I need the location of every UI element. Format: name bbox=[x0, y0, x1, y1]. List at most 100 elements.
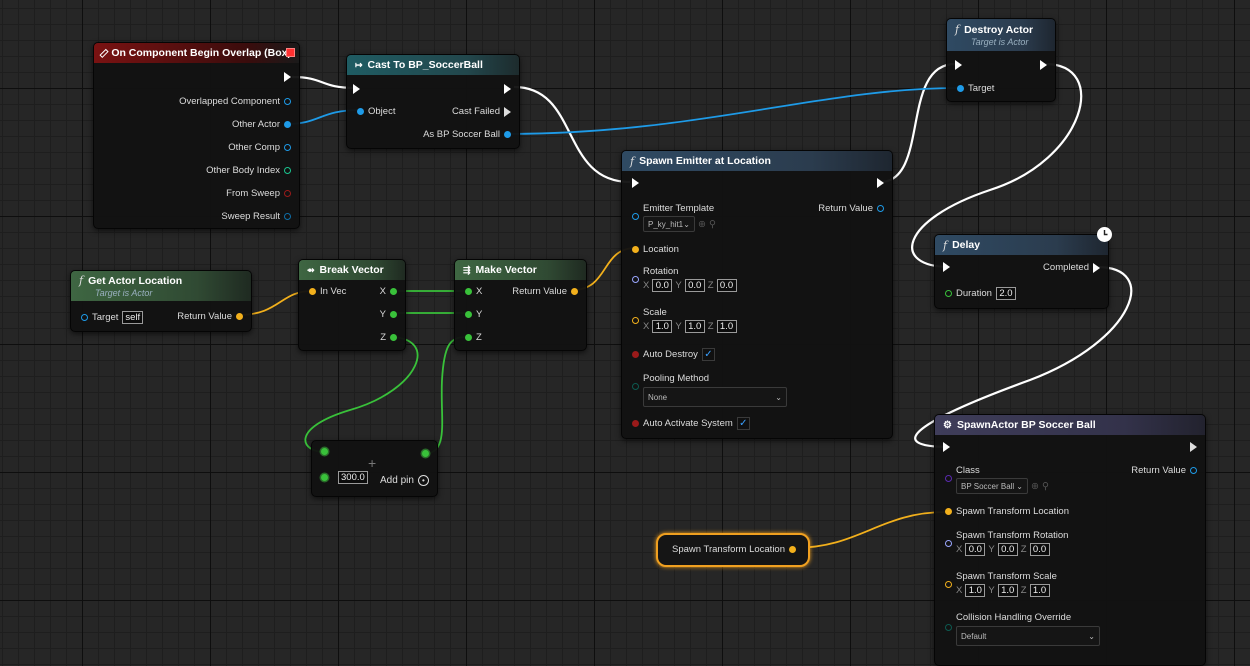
exec-in-pin[interactable] bbox=[353, 84, 360, 94]
collision-handling-dropdown[interactable]: Default⌄ bbox=[956, 626, 1100, 646]
pin-return-value[interactable]: Return Value bbox=[818, 203, 884, 214]
pin-target[interactable]: Target bbox=[957, 83, 994, 94]
exec-in-pin[interactable] bbox=[943, 442, 950, 452]
node-header[interactable]: f Spawn Emitter at Location bbox=[622, 151, 892, 171]
add-node[interactable]: + 300.0 Add pin• bbox=[311, 440, 438, 497]
b-value-field[interactable]: 300.0 bbox=[338, 471, 368, 484]
node-header[interactable]: ⚙ SpawnActor BP Soccer Ball bbox=[935, 415, 1205, 435]
exec-out-pin[interactable] bbox=[1190, 442, 1197, 452]
pin-location[interactable]: Location bbox=[632, 244, 679, 255]
variable-node-spawn-transform-location[interactable]: Spawn Transform Location bbox=[656, 533, 810, 567]
pin-overlapped-component[interactable]: Overlapped Component bbox=[179, 96, 291, 107]
delegate-pin[interactable] bbox=[286, 48, 295, 57]
rotation-x-field[interactable]: 0.0 bbox=[965, 543, 986, 556]
make-vector-node[interactable]: ⇶ Make Vector X Return Value Y Z bbox=[454, 259, 587, 351]
add-pin-button[interactable]: Add pin• bbox=[380, 475, 429, 486]
rotation-x-field[interactable]: 0.0 bbox=[652, 279, 673, 292]
browse-icon[interactable]: ⊕ bbox=[698, 218, 706, 230]
pin-other-actor[interactable]: Other Actor bbox=[232, 119, 291, 130]
scale-z-field[interactable]: 1.0 bbox=[716, 320, 737, 333]
exec-in-pin[interactable] bbox=[955, 60, 962, 70]
pin-return-value[interactable]: Return Value bbox=[177, 311, 243, 322]
pin-a-in[interactable] bbox=[321, 448, 328, 455]
node-header[interactable]: ↦ Cast To BP_SoccerBall bbox=[347, 55, 519, 75]
pin-spawn-transform-location[interactable]: Spawn Transform Location bbox=[945, 506, 1069, 517]
scale-z-field[interactable]: 1.0 bbox=[1029, 584, 1050, 597]
browse-icon[interactable]: ⊕ bbox=[1031, 480, 1039, 492]
pin-z-in[interactable]: Z bbox=[465, 332, 482, 343]
rotation-y-field[interactable]: 0.0 bbox=[684, 279, 705, 292]
pin-emitter-template[interactable]: Emitter Template P_ky_hit1⌄ ⊕ ⚲ bbox=[632, 203, 716, 232]
rotation-z-field[interactable]: 0.0 bbox=[1029, 543, 1050, 556]
pin-other-comp[interactable]: Other Comp bbox=[228, 142, 291, 153]
exec-wire bbox=[513, 85, 631, 184]
rotation-y-field[interactable]: 0.0 bbox=[997, 543, 1018, 556]
exec-out-pin[interactable] bbox=[877, 178, 884, 188]
auto-destroy-checkbox[interactable]: ✓ bbox=[701, 348, 715, 361]
rotation-z-field[interactable]: 0.0 bbox=[716, 279, 737, 292]
pin-z-out[interactable]: Z bbox=[380, 332, 397, 343]
node-header[interactable]: f Delay bbox=[935, 235, 1108, 255]
search-icon[interactable]: ⚲ bbox=[708, 218, 716, 230]
spawn-actor-node[interactable]: ⚙ SpawnActor BP Soccer Ball Class BP Soc… bbox=[934, 414, 1206, 666]
exec-out-pin[interactable] bbox=[1040, 60, 1047, 70]
checkmark-icon: ✓ bbox=[739, 417, 748, 429]
pin-object[interactable]: Object bbox=[357, 106, 395, 117]
pin-as-bp-soccer-ball[interactable]: As BP Soccer Ball bbox=[423, 129, 511, 140]
spawn-emitter-node[interactable]: f Spawn Emitter at Location Emitter Temp… bbox=[621, 150, 893, 439]
pooling-method-dropdown[interactable]: None⌄ bbox=[643, 387, 787, 407]
pin-result-out[interactable] bbox=[422, 450, 429, 457]
node-header[interactable]: ⇶ Make Vector bbox=[455, 260, 586, 280]
class-dropdown[interactable]: BP Soccer Ball⌄ bbox=[956, 478, 1028, 494]
auto-activate-checkbox[interactable]: ✓ bbox=[736, 417, 750, 430]
pin-x-out[interactable]: X bbox=[380, 286, 397, 297]
pin-b-in[interactable]: 300.0 bbox=[321, 471, 368, 484]
pin-return-value[interactable]: Return Value bbox=[512, 286, 578, 297]
event-node-begin-overlap[interactable]: On Component Begin Overlap (Box) Overlap… bbox=[93, 42, 300, 229]
node-header[interactable]: ⇴ Break Vector bbox=[299, 260, 405, 280]
pin-auto-destroy[interactable]: Auto Destroy✓ bbox=[632, 348, 715, 361]
node-header[interactable]: On Component Begin Overlap (Box) bbox=[94, 43, 299, 63]
object-wire bbox=[504, 87, 959, 135]
exec-completed-pin[interactable]: Completed bbox=[1043, 262, 1100, 273]
duration-field[interactable]: 2.0 bbox=[995, 287, 1016, 300]
pin-x-in[interactable]: X bbox=[465, 286, 482, 297]
pin-auto-activate[interactable]: Auto Activate System✓ bbox=[632, 417, 750, 430]
scale-y-field[interactable]: 1.0 bbox=[997, 584, 1018, 597]
pin-y-out[interactable]: Y bbox=[380, 309, 397, 320]
exec-out-pin[interactable] bbox=[504, 84, 511, 94]
pin-class[interactable]: Class BP Soccer Ball⌄ ⊕ ⚲ bbox=[945, 465, 1049, 494]
pin-cast-failed[interactable]: Cast Failed bbox=[452, 106, 511, 117]
pin-return-value[interactable]: Return Value bbox=[1131, 465, 1197, 476]
scale-y-field[interactable]: 1.0 bbox=[684, 320, 705, 333]
vector-wire bbox=[792, 511, 947, 549]
pin-sweep-result[interactable]: Sweep Result bbox=[221, 211, 291, 222]
search-icon[interactable]: ⚲ bbox=[1041, 480, 1049, 492]
emitter-template-dropdown[interactable]: P_ky_hit1⌄ bbox=[643, 216, 695, 232]
pin-in-vec[interactable]: In Vec bbox=[309, 286, 346, 297]
exec-in-pin[interactable] bbox=[632, 178, 639, 188]
pin-from-sweep[interactable]: From Sweep bbox=[226, 188, 291, 199]
cast-node[interactable]: ↦ Cast To BP_SoccerBall Object Cast Fail… bbox=[346, 54, 520, 149]
scale-x-field[interactable]: 1.0 bbox=[652, 320, 673, 333]
exec-in-pin[interactable] bbox=[943, 262, 950, 272]
exec-out-pin[interactable] bbox=[284, 72, 291, 82]
pin-other-body-index[interactable]: Other Body Index bbox=[206, 165, 291, 176]
scale-x-field[interactable]: 1.0 bbox=[965, 584, 986, 597]
target-field[interactable]: self bbox=[122, 311, 144, 324]
pin-collision-handling[interactable]: Collision Handling Override Default⌄ bbox=[945, 612, 1100, 646]
pin-y-in[interactable]: Y bbox=[465, 309, 482, 320]
break-vector-node[interactable]: ⇴ Break Vector In Vec X Y Z bbox=[298, 259, 406, 351]
pin-pooling-method[interactable]: Pooling Method None⌄ bbox=[632, 373, 787, 407]
